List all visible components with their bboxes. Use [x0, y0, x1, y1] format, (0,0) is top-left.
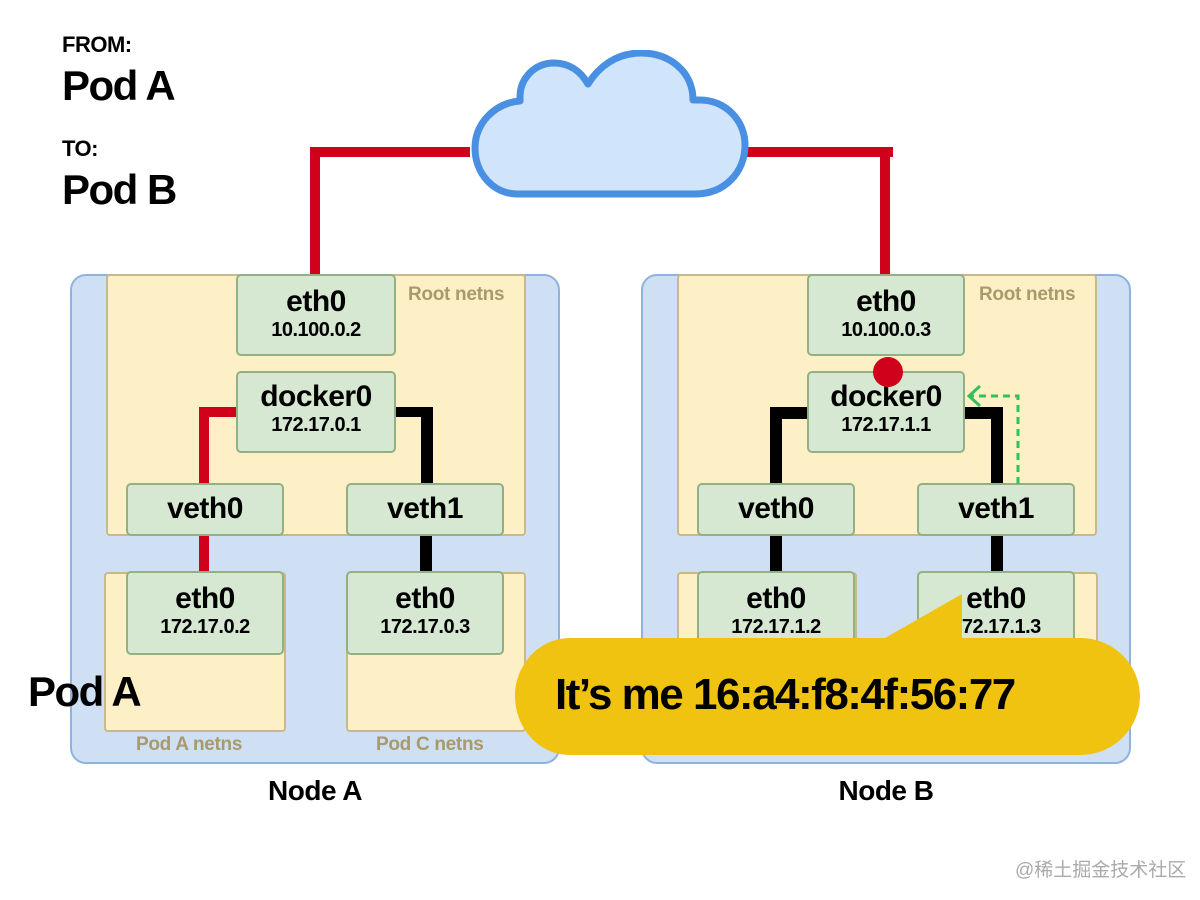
speech-bubble — [515, 594, 1140, 755]
wire-node-a-to-cloud-h — [310, 147, 470, 157]
wire-b-veth1-pod-b — [991, 535, 1003, 573]
packet-dot-icon — [873, 357, 903, 387]
node-b-docker0-ip: 172.17.1.1 — [841, 414, 931, 436]
wire-a-veth0-docker0-v — [199, 407, 209, 485]
reply-arrow-icon — [966, 384, 1020, 484]
node-a-eth0-ip: 10.100.0.2 — [271, 319, 361, 341]
speech-bubble-text: It’s me 16:a4:f8:4f:56:77 — [555, 670, 1016, 719]
node-b-eth0-name: eth0 — [856, 285, 916, 318]
wire-b-veth0-docker0-h — [770, 407, 810, 419]
node-a-eth0: eth0 10.100.0.2 — [236, 274, 396, 356]
pod-a-label: Pod A — [28, 668, 142, 715]
pod-c-eth0: eth0 172.17.0.3 — [346, 571, 504, 655]
node-b-veth1-name: veth1 — [958, 492, 1034, 525]
node-b-eth0-ip: 10.100.0.3 — [841, 319, 931, 341]
pod-left-eth0-ip: 172.17.1.2 — [731, 616, 821, 638]
watermark: @稀土掘金技术社区 — [1015, 860, 1187, 881]
from-label: FROM: — [62, 32, 132, 57]
wire-a-veth0-pod-a — [199, 535, 209, 573]
pod-b-eth0-ip: 172.17.1.3 — [951, 616, 1041, 638]
pod-c-netns-label: Pod C netns — [376, 734, 484, 755]
node-a-veth1: veth1 — [346, 483, 504, 536]
node-a-docker0: docker0 172.17.0.1 — [236, 371, 396, 453]
wire-node-b-to-cloud-v — [880, 147, 890, 275]
node-a-docker0-ip: 172.17.0.1 — [271, 414, 361, 436]
wire-node-a-to-cloud-v — [310, 147, 320, 275]
node-b-veth1: veth1 — [917, 483, 1075, 536]
pod-left-eth0-name: eth0 — [746, 582, 806, 615]
cloud-icon — [471, 50, 749, 198]
pod-c-eth0-name: eth0 — [395, 582, 455, 615]
node-b-veth0-name: veth0 — [738, 492, 814, 525]
node-b-root-netns-label: Root netns — [979, 284, 1076, 305]
to-label: TO: — [62, 136, 98, 161]
pod-a-eth0-ip: 172.17.0.2 — [160, 616, 250, 638]
node-a-veth1-name: veth1 — [387, 492, 463, 525]
to-value: Pod B — [62, 166, 177, 213]
wire-b-veth1-docker0-v — [991, 407, 1003, 485]
wire-node-b-to-cloud-h — [730, 147, 893, 157]
pod-b-eth0-name: eth0 — [966, 582, 1026, 615]
node-a-docker0-name: docker0 — [260, 380, 372, 413]
wire-a-veth1-docker0-h — [393, 407, 433, 417]
wire-a-veth1-docker0-v — [421, 407, 433, 485]
node-b-veth0: veth0 — [697, 483, 855, 536]
node-a-veth0: veth0 — [126, 483, 284, 536]
node-a-eth0-name: eth0 — [286, 285, 346, 318]
pod-a-eth0-name: eth0 — [175, 582, 235, 615]
from-value: Pod A — [62, 62, 176, 109]
node-a-root-netns-label: Root netns — [408, 284, 505, 305]
node-b-eth0: eth0 10.100.0.3 — [807, 274, 965, 356]
wire-b-veth0-docker0-v — [770, 407, 782, 485]
pod-a-netns-label: Pod A netns — [136, 734, 243, 755]
pod-a-eth0: eth0 172.17.0.2 — [126, 571, 284, 655]
pod-c-eth0-ip: 172.17.0.3 — [380, 616, 470, 638]
node-a-label: Node A — [268, 775, 362, 806]
node-a-veth0-name: veth0 — [167, 492, 243, 525]
node-b-label: Node B — [838, 775, 935, 806]
wire-b-veth0-pod — [770, 535, 782, 573]
wire-a-veth1-pod-c — [420, 535, 432, 573]
wire-a-veth0-docker0-h — [199, 407, 239, 417]
